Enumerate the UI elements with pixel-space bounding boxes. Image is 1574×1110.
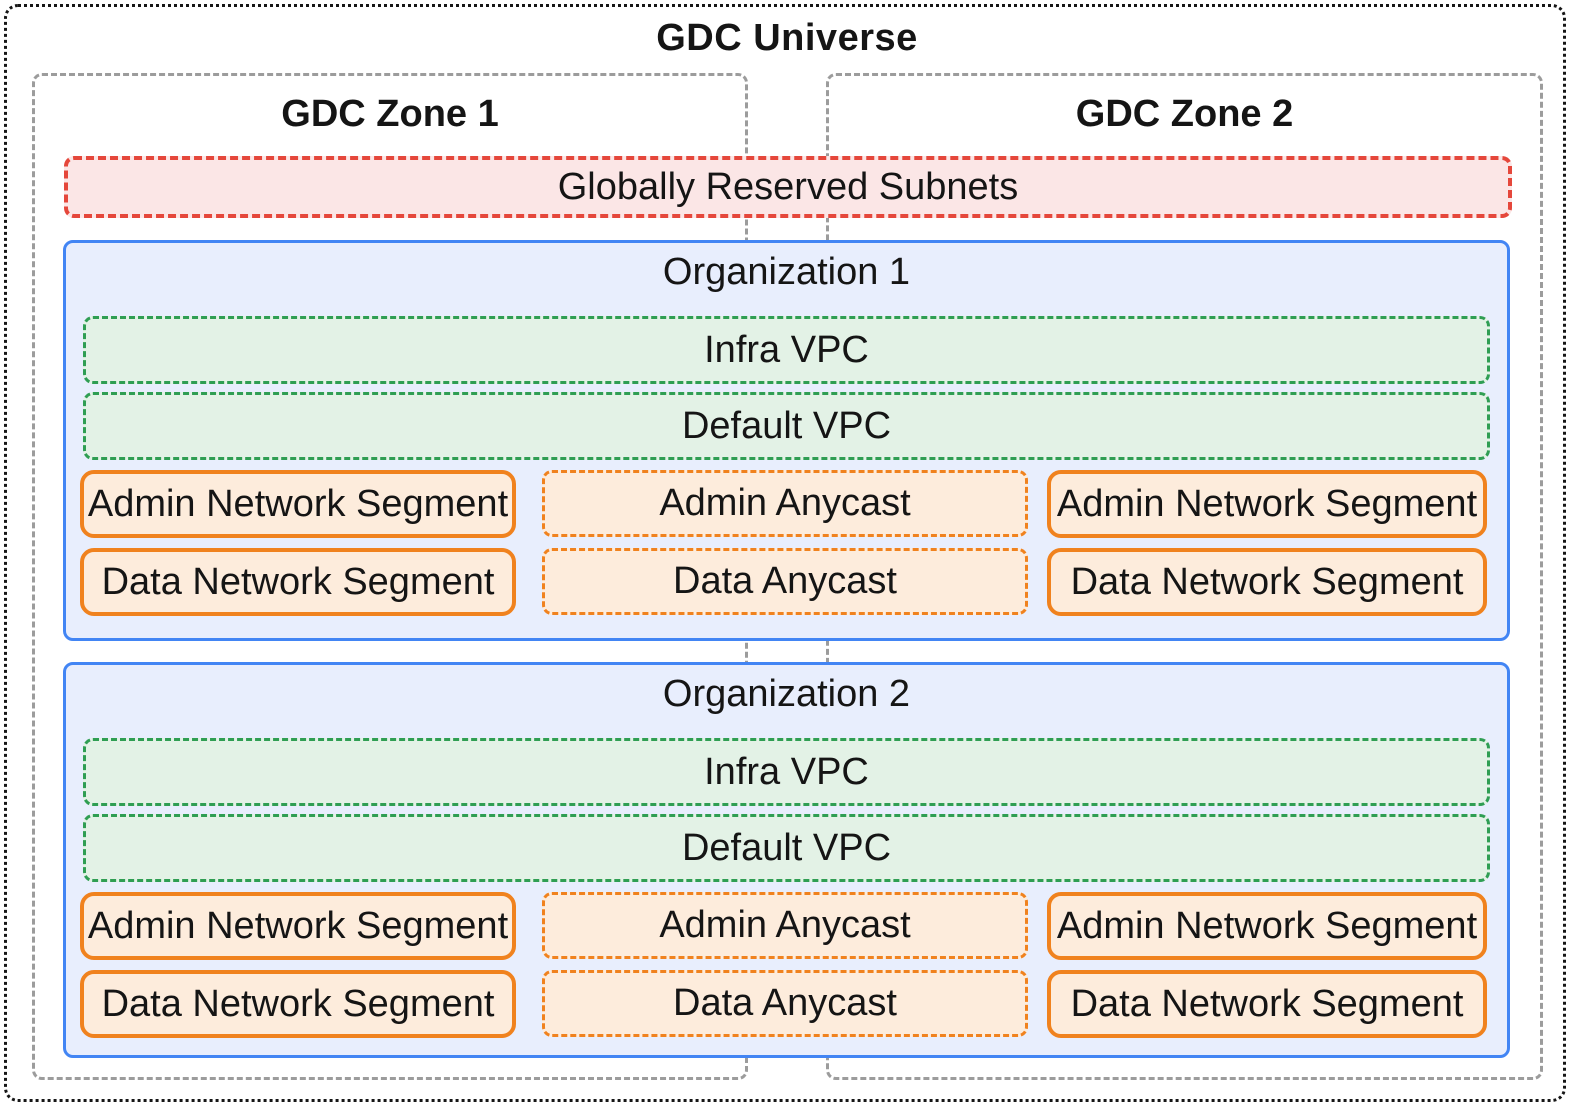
org2-zone2-admin-network-segment-label: Admin Network Segment bbox=[1056, 904, 1478, 947]
globally-reserved-subnets-label: Globally Reserved Subnets bbox=[557, 165, 1019, 208]
org1-zone1-admin-network-segment-label: Admin Network Segment bbox=[87, 482, 509, 525]
org1-default-vpc-label: Default VPC bbox=[681, 404, 892, 447]
org2-admin-anycast: Admin Anycast bbox=[542, 892, 1028, 959]
organization-1-label: Organization 1 bbox=[662, 251, 911, 293]
org1-zone2-admin-network-segment-label: Admin Network Segment bbox=[1056, 482, 1478, 525]
zone-2-label: GDC Zone 2 bbox=[1075, 93, 1294, 135]
org2-zone1-data-network-segment: Data Network Segment bbox=[80, 970, 516, 1038]
org1-zone2-data-network-segment-label: Data Network Segment bbox=[1070, 560, 1464, 603]
org2-default-vpc-label: Default VPC bbox=[681, 826, 892, 869]
org2-zone1-admin-network-segment: Admin Network Segment bbox=[80, 892, 516, 960]
org2-infra-vpc: Infra VPC bbox=[83, 738, 1490, 806]
org1-infra-vpc: Infra VPC bbox=[83, 316, 1490, 384]
org1-data-anycast-label: Data Anycast bbox=[673, 560, 897, 602]
org2-admin-anycast-label: Admin Anycast bbox=[659, 904, 911, 946]
org2-zone1-data-network-segment-label: Data Network Segment bbox=[101, 982, 495, 1025]
org1-zone2-admin-network-segment: Admin Network Segment bbox=[1047, 470, 1487, 538]
org2-data-anycast-label: Data Anycast bbox=[673, 982, 897, 1024]
org1-data-anycast: Data Anycast bbox=[542, 548, 1028, 615]
org1-infra-vpc-label: Infra VPC bbox=[704, 328, 869, 371]
org1-zone2-data-network-segment: Data Network Segment bbox=[1047, 548, 1487, 616]
org1-admin-anycast-label: Admin Anycast bbox=[659, 482, 911, 524]
org1-admin-anycast: Admin Anycast bbox=[542, 470, 1028, 537]
org1-zone1-admin-network-segment: Admin Network Segment bbox=[80, 470, 516, 538]
org1-default-vpc: Default VPC bbox=[83, 392, 1490, 460]
org2-zone2-admin-network-segment: Admin Network Segment bbox=[1047, 892, 1487, 960]
org2-default-vpc: Default VPC bbox=[83, 814, 1490, 882]
zone-1-label: GDC Zone 1 bbox=[281, 93, 499, 135]
org1-zone1-data-network-segment: Data Network Segment bbox=[80, 548, 516, 616]
globally-reserved-subnets: Globally Reserved Subnets bbox=[64, 156, 1512, 218]
org1-zone1-data-network-segment-label: Data Network Segment bbox=[101, 560, 495, 603]
organization-2-label: Organization 2 bbox=[662, 673, 911, 715]
org2-zone2-data-network-segment-label: Data Network Segment bbox=[1070, 982, 1464, 1025]
org2-zone2-data-network-segment: Data Network Segment bbox=[1047, 970, 1487, 1038]
universe-title: GDC Universe bbox=[656, 17, 918, 59]
universe-boundary bbox=[4, 4, 1566, 1102]
org2-data-anycast: Data Anycast bbox=[542, 970, 1028, 1037]
organization-2-container: Organization 2 Infra VPC Default VPC Adm… bbox=[63, 662, 1510, 1058]
organization-1-container: Organization 1 Infra VPC Default VPC Adm… bbox=[63, 240, 1510, 641]
org2-infra-vpc-label: Infra VPC bbox=[704, 750, 869, 793]
org2-zone1-admin-network-segment-label: Admin Network Segment bbox=[87, 904, 509, 947]
